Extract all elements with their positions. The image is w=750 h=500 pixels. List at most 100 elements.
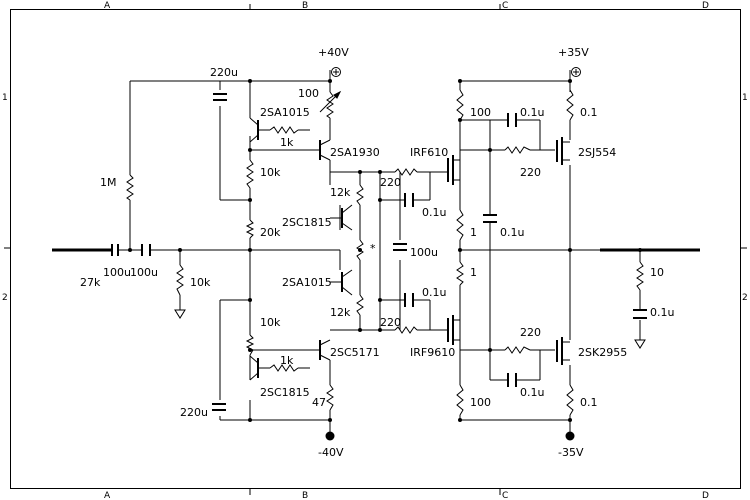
label-c-0.1u-gate-lower: 0.1u [422,286,446,299]
resistors [126,89,644,416]
label-r-220-gate-lower: 220 [380,316,401,329]
resistor-star [356,239,364,261]
drawing-frame [4,4,747,495]
col-label-c: C [502,1,508,11]
label-star: * [370,242,376,255]
resistor-10k-shunt [176,264,184,296]
resistor-12k-upper [356,184,364,206]
col-label-d: D [702,1,709,11]
transistor-2sa1930 [310,139,331,161]
label-r-10-zobel: 10 [650,266,664,279]
col-label-a-bottom: A [104,491,111,500]
label-q-2sk2955: 2SK2955 [578,346,627,359]
label-c-0.1u-gate-upper: 0.1u [422,206,446,219]
label-c-0.1u-zobel: 0.1u [650,306,674,319]
label-c-100u-2: 100u [130,266,158,279]
label-r-10k-shunt: 10k [190,276,211,289]
label-r-0.1-bot: 0.1 [580,396,598,409]
vcc-right-icon [571,67,581,77]
vcc-left-icon [331,67,341,77]
label-r-1k-lower: 1k [280,354,294,367]
transistor-2sa1015-upper [249,117,259,143]
label-c-100u-1: 100u [103,266,131,279]
row-label-2-right: 2 [742,293,748,303]
label-r-220-bot: 220 [520,326,541,339]
label-r-1-top: 1 [470,226,477,239]
resistor-1-top [456,209,464,241]
resistor-100-top [456,89,464,121]
junction-dots [128,79,642,422]
rail-label-pos-right: +35V [558,46,589,59]
capacitors [111,93,647,411]
label-q-2sj554: 2SJ554 [578,146,616,159]
resistor-0.1-top [566,89,574,121]
label-r-220-gate-upper: 220 [380,176,401,189]
label-c-0.1u-bot: 0.1u [520,386,544,399]
row-label-2: 2 [2,293,8,303]
resistor-10-zobel [636,261,644,291]
label-r-1m: 1M [100,176,117,189]
label-q-2sa1930: 2SA1930 [330,146,380,159]
power-symbols [174,67,646,441]
label-q-2sc5171: 2SC5171 [330,346,380,359]
label-q-2sa1015-upper: 2SA1015 [260,106,310,119]
resistor-20k [245,219,255,239]
resistor-10k-upper [246,159,254,189]
col-label-a: A [104,1,111,11]
label-r-27k: 27k [80,276,101,289]
label-c-220u-lower: 220u [180,406,208,419]
mosfet-irf9610 [440,310,461,350]
transistor-2sc1815-bias [330,204,353,231]
resistor-10k-lower [245,334,255,356]
col-label-b: B [302,1,308,11]
resistor-220-top [504,146,531,154]
transistors [249,117,570,381]
resistor-47 [326,384,334,411]
mosfet-2sj554 [556,137,570,165]
label-q-irf9610: IRF9610 [410,346,455,359]
row-label-1-right: 1 [742,93,748,103]
label-r-12k-upper: 12k [330,186,351,199]
label-q-2sc1815-lower: 2SC1815 [260,386,310,399]
ground-input-icon [174,309,186,319]
label-q-2sc1815-bias: 2SC1815 [282,216,332,229]
transistor-2sa1015-bias [330,269,353,296]
resistor-100-bot [456,384,464,416]
label-c-0.1u-top: 0.1u [520,106,544,119]
rail-label-neg-left: -40V [318,446,344,459]
label-pot-100: 100 [298,87,319,100]
resistor-220-lower [394,326,418,334]
vee-left-icon [325,431,335,441]
col-label-c-bottom: C [502,491,508,500]
labels: +40V -40V +35V -35V 27k 100u 100u 10k 1M… [80,46,674,459]
label-r-10k-upper: 10k [260,166,281,179]
label-q-irf610: IRF610 [410,146,448,159]
label-r-47: 47 [312,396,326,409]
resistor-1m [126,174,134,201]
label-r-100-bot: 100 [470,396,491,409]
label-r-0.1-top: 0.1 [580,106,598,119]
resistor-1k-lower [269,364,299,372]
resistor-1-bot [456,261,464,286]
mosfet-2sk2955 [556,337,570,365]
col-label-b-bottom: B [302,491,308,500]
label-r-100-top: 100 [470,106,491,119]
resistor-220-upper [394,168,418,176]
label-r-220-top: 220 [520,166,541,179]
label-r-10k-lower: 10k [260,316,281,329]
wires [52,70,700,435]
resistor-pot-100 [326,91,334,119]
resistor-0.1-bot [566,384,574,416]
label-r-1k-upper: 1k [280,136,294,149]
resistor-12k-lower [356,294,364,316]
label-q-2sa1015-bias: 2SA1015 [282,276,332,289]
label-r-1-bot: 1 [470,266,477,279]
rail-label-neg-right: -35V [558,446,584,459]
vee-right-icon [565,431,575,441]
transistor-2sc1815-lower [249,355,259,381]
col-label-d-bottom: D [702,491,709,500]
label-c-100u-bias: 100u [410,246,438,259]
